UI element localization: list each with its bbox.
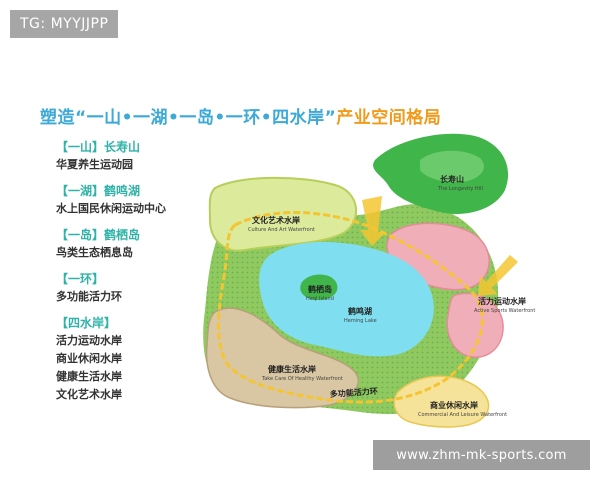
health-label: 健康生活水岸 — [268, 364, 316, 374]
legend: 【一山】长寿山 华夏养生运动园 【一湖】鹤鸣湖 水上国民休闲运动中心 【一岛】鹤… — [56, 138, 226, 412]
legend-item: 活力运动水岸 — [56, 334, 122, 347]
legend-item: 华夏养生运动园 — [56, 158, 133, 171]
island — [300, 274, 338, 300]
flow-arrow-right — [478, 255, 518, 296]
legend-heading: 【一湖】鹤鸣湖 — [56, 184, 141, 198]
legend-group-waterfronts: 【四水岸】 活力运动水岸 商业休闲水岸 健康生活水岸 文化艺术水岸 — [56, 314, 226, 404]
legend-group-mountain: 【一山】长寿山 华夏养生运动园 — [56, 138, 226, 174]
legend-item: 健康生活水岸 — [56, 370, 122, 383]
legend-heading: 【四水岸】 — [56, 316, 117, 330]
flow-arrow-top — [360, 196, 386, 246]
sports-label-en: Active Sports Waterfront — [474, 308, 535, 314]
legend-item: 多功能活力环 — [56, 290, 122, 303]
legend-item: 商业休闲水岸 — [56, 352, 122, 365]
island-label: 鹤栖岛 — [308, 284, 332, 294]
headline-part1: 塑造“一山•一湖•一岛•一环•四水岸” — [40, 108, 337, 128]
legend-group-island: 【一岛】鹤栖岛 鸟类生态栖息岛 — [56, 226, 226, 262]
commercial-label: 商业休闲水岸 — [430, 400, 478, 410]
health-label-en: Take Care Of Healthy Waterfront — [261, 376, 343, 382]
headline: 塑造“一山•一湖•一岛•一环•四水岸”产业空间格局 — [40, 103, 441, 128]
legend-heading: 【一环】 — [56, 272, 105, 286]
headline-part2: 产业空间格局 — [336, 108, 442, 128]
legend-heading: 【一山】长寿山 — [56, 140, 141, 154]
legend-group-ring: 【一环】 多功能活力环 — [56, 270, 226, 306]
island-label-en: Heqi Island — [306, 296, 334, 302]
mountain-label-en: The Longevity Hill — [437, 186, 483, 192]
mountain-label: 长寿山 — [440, 174, 464, 184]
lake-label-en: Heming Lake — [344, 318, 377, 324]
legend-item: 水上国民休闲运动中心 — [56, 202, 166, 215]
mountain-peak — [420, 150, 484, 183]
ring-label: 多功能活力环 — [329, 386, 378, 399]
culture-label: 文化艺术水岸 — [252, 215, 300, 225]
sports-label: 活力运动水岸 — [478, 296, 526, 306]
site-watermark: www.zhm-mk-sports.com — [373, 440, 590, 470]
health-zone — [205, 307, 359, 409]
source-tag: TG: MYYJJPP — [10, 10, 119, 38]
commercial-zone — [393, 375, 490, 428]
legend-item: 鸟类生态栖息岛 — [56, 246, 133, 259]
sports-zone-lower — [446, 292, 504, 358]
commercial-label-en: Commercial And Leisure Waterfront — [418, 412, 507, 418]
lake — [259, 242, 434, 357]
legend-group-lake: 【一湖】鹤鸣湖 水上国民休闲运动中心 — [56, 182, 226, 218]
lake-label: 鹤鸣湖 — [348, 306, 372, 316]
culture-label-en: Culture And Art Waterfront — [248, 227, 315, 233]
legend-item: 文化艺术水岸 — [56, 388, 122, 401]
legend-heading: 【一岛】鹤栖岛 — [56, 228, 141, 242]
culture-zone — [208, 176, 358, 252]
